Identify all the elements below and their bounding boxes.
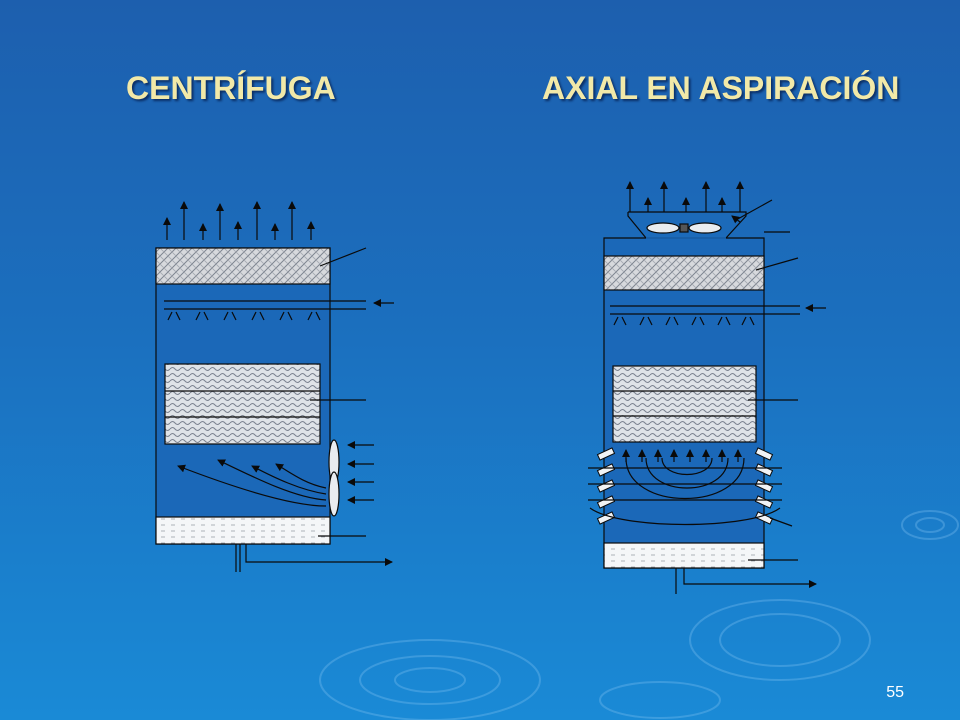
axial-fan xyxy=(646,222,722,234)
air-outlet-arrows xyxy=(626,181,744,212)
air-outlet-arrows xyxy=(163,201,315,240)
axial-tower xyxy=(588,181,826,594)
fill-media xyxy=(612,365,757,443)
fill-media xyxy=(164,363,321,445)
internal-air-flow xyxy=(177,459,327,507)
spray-distribution-pipe xyxy=(164,299,394,321)
drift-eliminator xyxy=(603,255,765,291)
air-inlet-arrows xyxy=(347,441,374,504)
air-inlet-louvers xyxy=(596,447,774,525)
title-centrifuga: CENTRÍFUGA xyxy=(126,70,336,106)
water-outlet xyxy=(675,568,817,594)
water-basin xyxy=(155,516,331,545)
centrifugal-fan xyxy=(328,439,340,517)
drift-eliminator xyxy=(155,247,331,285)
upward-air-arrows xyxy=(622,449,742,462)
page-number: 55 xyxy=(886,684,904,701)
water-basin xyxy=(603,542,765,569)
title-axial-en-aspiracion: AXIAL EN ASPIRACIÓN xyxy=(542,70,900,106)
internal-air-flow xyxy=(588,457,782,526)
water-outlet xyxy=(235,544,393,572)
centrifugal-tower xyxy=(155,201,394,572)
spray-distribution-pipe xyxy=(610,304,826,326)
